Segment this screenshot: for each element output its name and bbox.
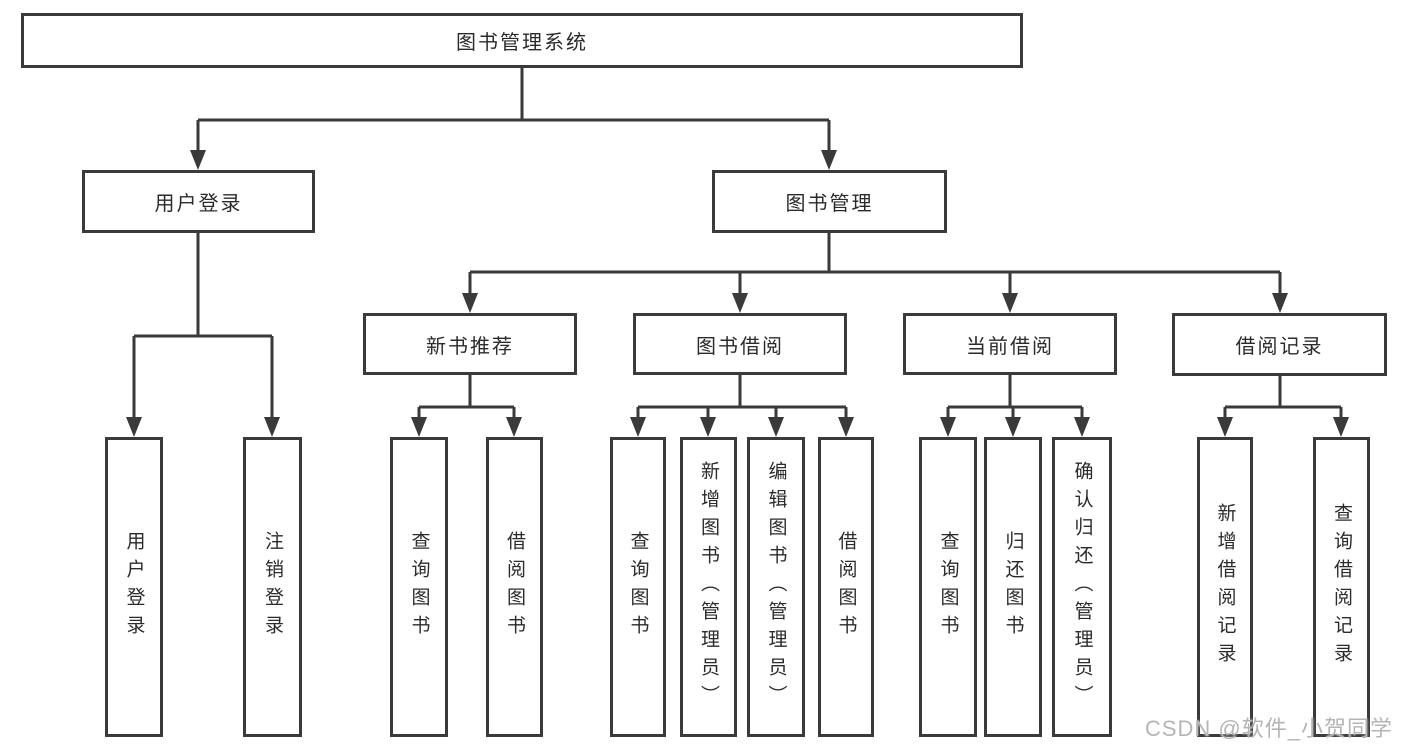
node-current-borrow: 当前借阅 (903, 313, 1117, 375)
leaf-cb-confirm-return-label: 确认归还（管理员） (1071, 461, 1093, 713)
leaf-bb-query-book: 查询图书 (610, 437, 666, 737)
node-borrow-records-label: 借阅记录 (1235, 336, 1324, 358)
leaf-br-query-record: 查询借阅记录 (1313, 437, 1370, 737)
leaf-bb-borrow-book: 借阅图书 (818, 437, 874, 737)
node-new-book-recommend: 新书推荐 (363, 313, 577, 375)
node-book-management-label: 图书管理 (785, 193, 874, 215)
leaf-bb-add-book-label: 新增图书（管理员） (698, 461, 719, 713)
node-user-login: 用户登录 (82, 170, 315, 233)
leaf-logout: 注销登录 (243, 437, 302, 737)
leaf-logout-label: 注销登录 (262, 531, 283, 643)
leaf-cb-return-book: 归还图书 (984, 437, 1042, 737)
leaf-bb-edit-book-label: 编辑图书（管理员） (765, 461, 787, 713)
node-new-book-recommend-label: 新书推荐 (426, 335, 514, 358)
node-book-borrow-label: 图书借阅 (696, 335, 784, 358)
node-book-management: 图书管理 (712, 170, 947, 233)
leaf-cb-query-book: 查询图书 (919, 437, 977, 737)
leaf-rec-borrow-book-label: 借阅图书 (504, 531, 525, 643)
node-root-label: 图书管理系统 (456, 32, 588, 54)
node-borrow-records: 借阅记录 (1172, 313, 1387, 376)
arrowheads (126, 150, 1349, 437)
leaf-br-query-record-label: 查询借阅记录 (1331, 503, 1352, 671)
leaf-bb-edit-book: 编辑图书（管理员） (747, 437, 805, 737)
node-current-borrow-label: 当前借阅 (966, 335, 1054, 358)
leaf-rec-query-book: 查询图书 (390, 437, 448, 737)
leaf-br-add-record: 新增借阅记录 (1197, 437, 1253, 737)
leaf-bb-query-book-label: 查询图书 (627, 531, 649, 643)
leaf-user-login: 用户登录 (105, 437, 163, 737)
leaf-user-login-label: 用户登录 (123, 531, 145, 643)
leaf-bb-borrow-book-label: 借阅图书 (835, 531, 857, 643)
leaf-rec-query-book-label: 查询图书 (408, 531, 430, 643)
node-user-login-label: 用户登录 (154, 193, 243, 215)
leaf-cb-return-book-label: 归还图书 (1002, 531, 1024, 643)
leaf-bb-add-book: 新增图书（管理员） (680, 437, 737, 737)
watermark: CSDN @软件_小贺同学 (1144, 716, 1393, 741)
node-book-borrow: 图书借阅 (633, 313, 847, 375)
leaf-rec-borrow-book: 借阅图书 (486, 437, 543, 737)
leaf-cb-query-book-label: 查询图书 (937, 531, 959, 643)
node-root: 图书管理系统 (21, 13, 1023, 68)
leaf-br-add-record-label: 新增借阅记录 (1214, 503, 1236, 671)
leaf-cb-confirm-return: 确认归还（管理员） (1052, 437, 1112, 737)
